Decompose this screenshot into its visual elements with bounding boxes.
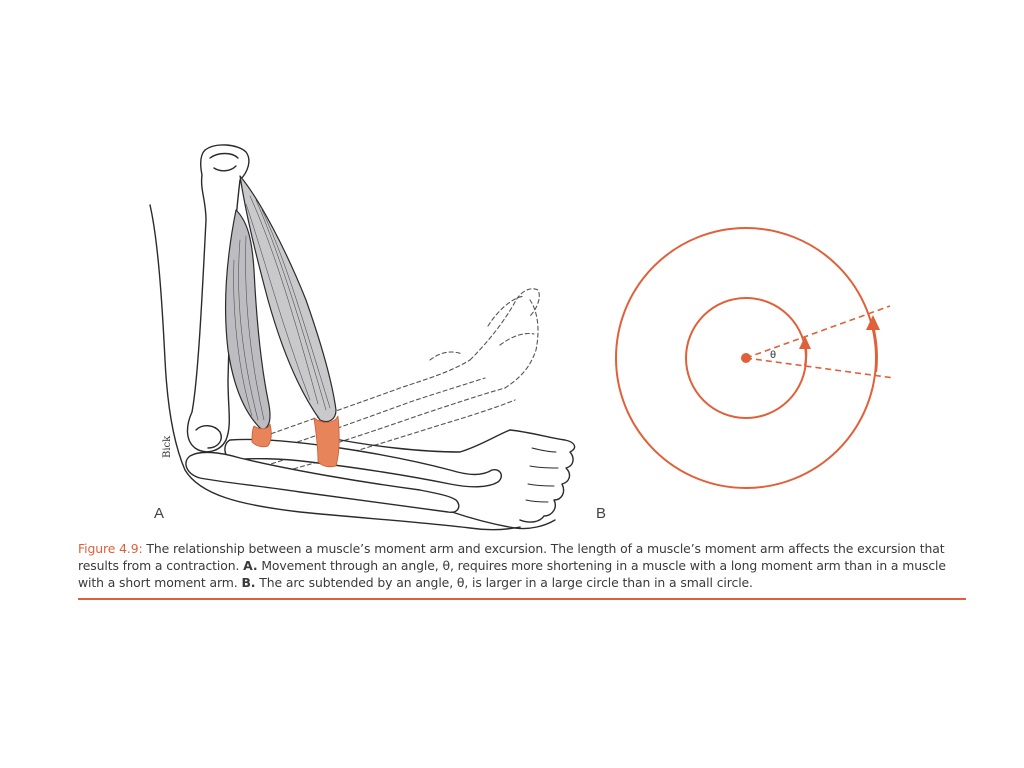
caption-part-b-label: B. bbox=[241, 575, 256, 590]
ulna-bone bbox=[185, 451, 460, 514]
large-arc-arrowhead bbox=[866, 315, 880, 330]
panel-a-label: A bbox=[154, 505, 165, 522]
caption-part-b-text: The arc subtended by an angle, θ, is lar… bbox=[255, 575, 753, 590]
humerus-head-detail bbox=[209, 152, 239, 172]
panel-b-label: B bbox=[596, 505, 607, 522]
circles-diagram: θ bbox=[615, 227, 895, 489]
forearm-skin-bottom bbox=[451, 511, 556, 530]
small-arc-arrowhead bbox=[799, 336, 811, 349]
forearm-skin-top bbox=[329, 429, 511, 453]
brachialis-muscle bbox=[224, 209, 271, 431]
caption-part-a-text: Movement through an angle, θ, requires m… bbox=[78, 558, 946, 590]
figure-caption: Figure 4.9: The relationship between a m… bbox=[78, 540, 968, 591]
muscle-fibers bbox=[233, 195, 331, 421]
biceps-muscle bbox=[239, 175, 337, 423]
caption-part-a-label: A. bbox=[243, 558, 258, 573]
forearm-extended-dashed bbox=[231, 288, 540, 479]
caption-intro: The relationship between a muscle’s mome… bbox=[78, 541, 945, 573]
theta-label: θ bbox=[770, 350, 776, 361]
caption-divider bbox=[78, 598, 966, 600]
figure-number: Figure 4.9: bbox=[78, 541, 143, 556]
hand-knuckle-lines bbox=[525, 447, 559, 503]
hand-fist bbox=[509, 429, 576, 523]
arm-illustration: Bick bbox=[149, 144, 576, 531]
elbow-condyle bbox=[195, 425, 222, 449]
brachialis-tendon bbox=[251, 423, 272, 448]
artist-signature: Bick bbox=[162, 435, 173, 458]
center-point bbox=[741, 353, 751, 363]
upper-arm-skin bbox=[149, 204, 521, 531]
biceps-tendon bbox=[313, 415, 340, 468]
angle-ray-lower bbox=[745, 357, 895, 379]
angle-ray-upper bbox=[745, 305, 891, 359]
radius-bone bbox=[224, 438, 502, 488]
